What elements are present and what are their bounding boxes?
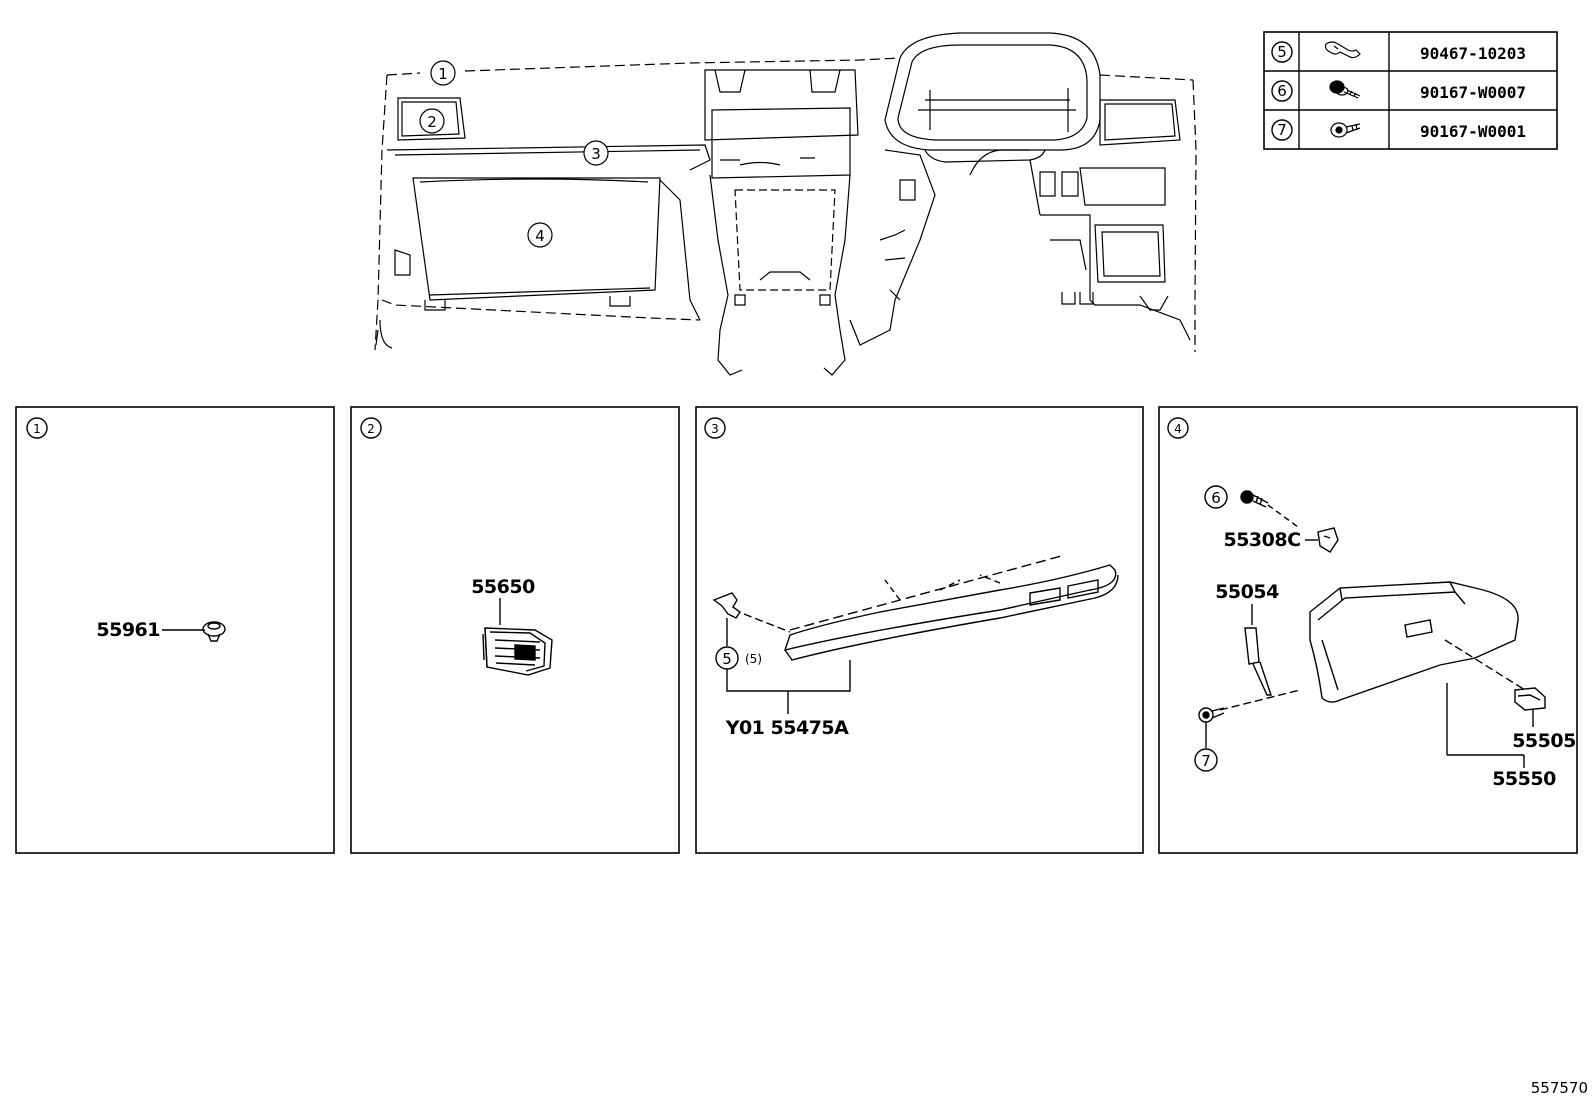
part-number: Y01 55475A — [725, 717, 849, 739]
part-number: 55054 — [1215, 581, 1279, 603]
detail-panel-3: 3 5 (5) Y01 55475A — [695, 406, 1144, 854]
svg-text:2: 2 — [427, 113, 437, 131]
clip-icon — [712, 592, 791, 633]
panel-index: 2 — [367, 422, 375, 436]
detail-panel-2: 2 55650 — [350, 406, 680, 854]
fastener-callout: 5 — [722, 650, 732, 668]
clip-icon — [1324, 41, 1361, 59]
glove-box-icon — [1309, 581, 1526, 703]
part-number: 55650 — [471, 576, 535, 598]
table-row: 5 90467-10203 — [1271, 41, 1526, 63]
detail-panel-4: 4 6 55308C 55054 7 — [1158, 406, 1578, 854]
clip-icon — [1317, 527, 1339, 553]
garnish-panel-icon — [783, 554, 1119, 661]
table-ref: 7 — [1277, 121, 1287, 139]
dashboard-overview: 1 2 3 4 — [374, 32, 1197, 376]
damper-icon — [1244, 627, 1272, 696]
panel-index: 1 — [33, 422, 41, 436]
table-ref: 6 — [1277, 82, 1287, 100]
overview-callout: 4 — [527, 222, 553, 248]
overview-callout: 2 — [419, 108, 445, 134]
table-part-number: 90167-W0007 — [1420, 83, 1526, 102]
clip-icon — [202, 621, 226, 642]
table-ref: 5 — [1277, 43, 1287, 61]
part-number: 55308C — [1223, 529, 1300, 551]
svg-text:3: 3 — [591, 145, 601, 163]
fastener-table: 5 90467-10203 6 90167-W0007 7 — [1263, 31, 1558, 150]
screw-washer-icon — [1240, 490, 1269, 508]
part-number: 55550 — [1492, 768, 1556, 790]
table-part-number: 90167-W0001 — [1420, 122, 1526, 141]
panel-index: 3 — [711, 422, 719, 436]
latch-icon — [1514, 687, 1546, 711]
fastener-callout: 7 — [1201, 752, 1211, 770]
detail-panel-1: 1 55961 — [15, 406, 335, 854]
svg-text:1: 1 — [438, 65, 448, 83]
screw-washer-icon — [1329, 80, 1361, 99]
screw-icon — [1198, 707, 1225, 723]
fastener-quantity: (5) — [745, 652, 762, 666]
panel-index: 4 — [1174, 422, 1182, 436]
table-part-number: 90467-10203 — [1420, 44, 1526, 63]
screw-icon — [1330, 122, 1361, 138]
fastener-callout: 6 — [1211, 489, 1221, 507]
table-row: 7 90167-W0001 — [1271, 119, 1526, 141]
table-row: 6 90167-W0007 — [1271, 80, 1526, 102]
part-number: 55505 — [1512, 730, 1576, 752]
part-number: 55961 — [96, 619, 160, 641]
diagram-id: 557570 — [1531, 1079, 1588, 1097]
overview-callout: 3 — [583, 140, 609, 166]
overview-callout: 1 — [430, 60, 456, 86]
svg-text:4: 4 — [535, 227, 545, 245]
air-vent-icon — [482, 627, 553, 676]
